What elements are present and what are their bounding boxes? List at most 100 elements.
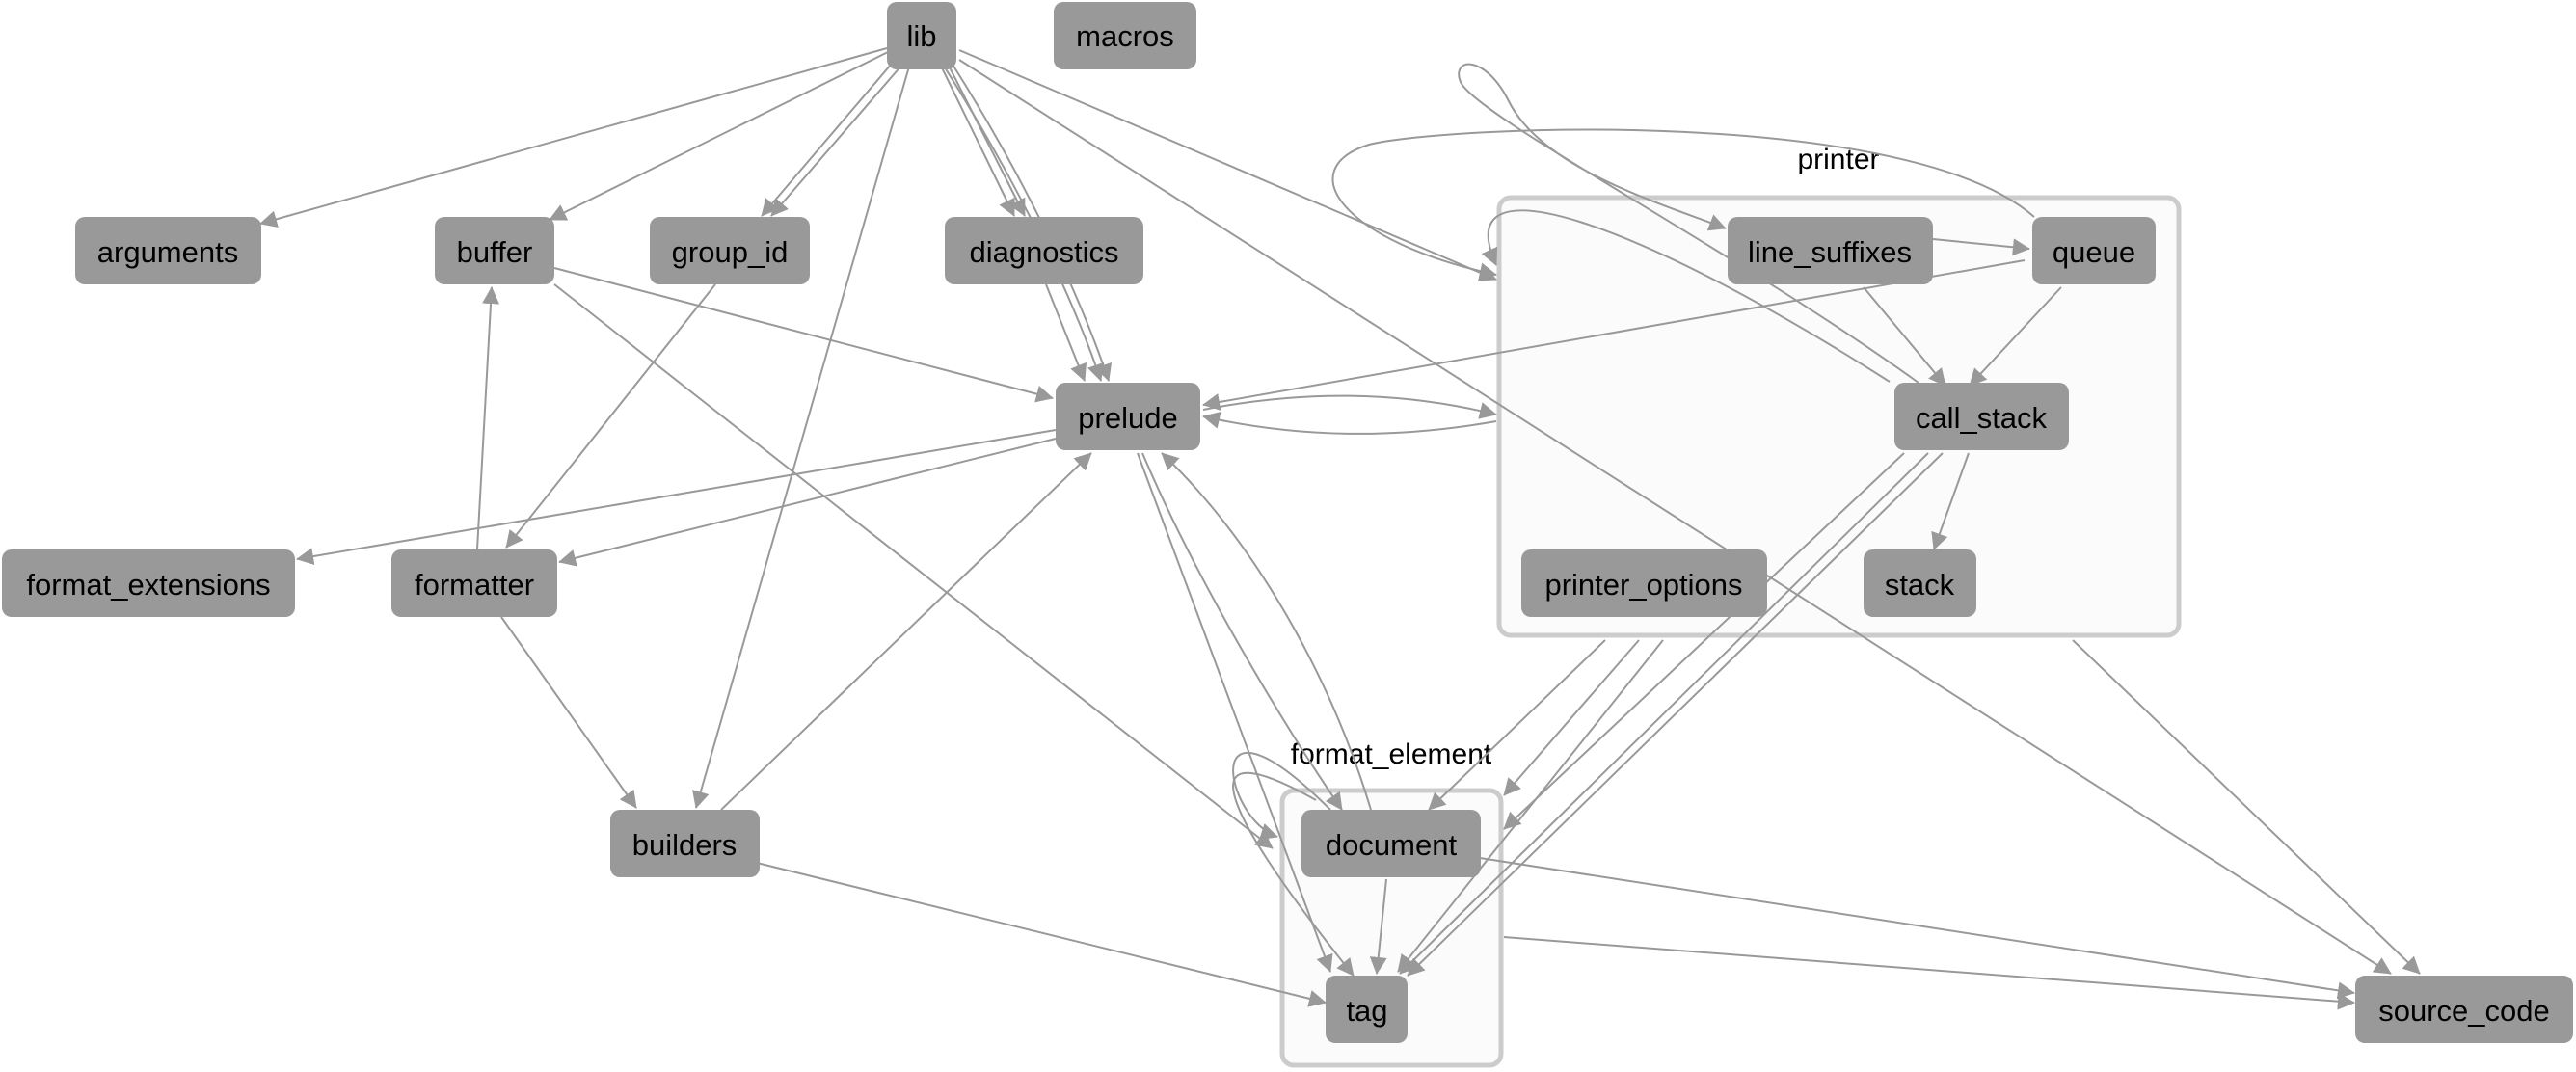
- edge-document-prelude: [1161, 452, 1372, 811]
- edge-diagnostics-prelude: [1045, 283, 1087, 382]
- node-lib[interactable]: lib: [887, 2, 956, 69]
- node-call-stack-label: call_stack: [1916, 401, 2048, 435]
- node-printer-options-box: [1521, 549, 1767, 617]
- node-prelude-box: [1056, 383, 1200, 450]
- node-call-stack[interactable]: call_stack: [1894, 383, 2069, 450]
- edge-lib-group-id-1: [761, 57, 898, 217]
- edge-builders-prelude: [720, 452, 1092, 811]
- cluster-printer-label: printer: [1797, 144, 1879, 175]
- node-prelude-label: prelude: [1078, 401, 1177, 435]
- edge-queue-printer: [1331, 128, 2035, 281]
- edge-lib-buffer: [549, 49, 893, 221]
- edge-format-element-source-code: [1503, 936, 2355, 1010]
- node-call-stack-box: [1894, 383, 2069, 450]
- edge-prelude-tag: [1137, 452, 1333, 973]
- node-macros-box: [1054, 2, 1196, 69]
- cluster-printer-box: [1496, 195, 2182, 638]
- node-arguments-box: [75, 217, 261, 284]
- edge-document-tag: [1369, 878, 1387, 975]
- node-document[interactable]: document: [1301, 810, 1481, 877]
- node-arguments[interactable]: arguments: [75, 217, 261, 284]
- cluster-printer: printer: [1496, 144, 2182, 638]
- node-document-box: [1301, 810, 1481, 877]
- node-source-code-box: [2355, 976, 2573, 1043]
- edge-document-source-code: [1479, 857, 2355, 1000]
- node-queue[interactable]: queue: [2032, 217, 2156, 284]
- node-printer-options-label: printer_options: [1544, 568, 1742, 602]
- node-stack-label: stack: [1885, 568, 1955, 602]
- edge-lib-builders: [692, 59, 912, 809]
- node-builders[interactable]: builders: [610, 810, 760, 877]
- edge-line-suffixes-queue: [1932, 238, 2030, 256]
- edge-call-stack-tag-1: [1399, 452, 1929, 975]
- node-builders-box: [610, 810, 760, 877]
- edge-call-stack-format-element: [1503, 452, 1905, 830]
- nodes: lib macros arguments buffer group_id dia…: [2, 2, 2573, 1043]
- node-format-extensions[interactable]: format_extensions: [2, 549, 295, 617]
- node-diagnostics-box: [945, 217, 1143, 284]
- node-formatter[interactable]: formatter: [391, 549, 557, 617]
- node-diagnostics[interactable]: diagnostics: [945, 217, 1143, 284]
- node-tag-box: [1326, 976, 1408, 1043]
- node-buffer-label: buffer: [457, 235, 533, 269]
- edge-printer-options-tag: [1397, 639, 1664, 973]
- node-buffer[interactable]: buffer: [435, 217, 554, 284]
- edges: [259, 47, 2421, 1010]
- edge-prelude-format-extensions: [296, 429, 1057, 566]
- edge-lib-source-code: [958, 59, 2392, 975]
- node-lib-box: [887, 2, 956, 69]
- node-line-suffixes-label: line_suffixes: [1748, 235, 1912, 269]
- node-source-code-label: source_code: [2378, 994, 2550, 1028]
- node-format-extensions-box: [2, 549, 295, 617]
- node-source-code[interactable]: source_code: [2355, 976, 2573, 1043]
- node-stack-box: [1864, 549, 1976, 617]
- edge-format-element-tag: [1232, 771, 1355, 977]
- edge-lib-printer: [958, 49, 1497, 281]
- node-tag[interactable]: tag: [1326, 976, 1408, 1043]
- edge-call-stack-tag-2: [1407, 452, 1944, 977]
- edge-printer-options-format-element: [1503, 639, 1640, 796]
- edge-lib-diagnostics-1: [936, 57, 1015, 217]
- node-prelude[interactable]: prelude: [1056, 383, 1200, 450]
- node-document-label: document: [1326, 828, 1458, 862]
- edge-prelude-document: [1141, 452, 1343, 811]
- edge-lib-group-id-2: [770, 57, 909, 217]
- edge-builders-tag: [756, 862, 1327, 1007]
- edge-buffer-document: [553, 283, 1274, 849]
- edge-call-stack-line-suffixes: [1458, 63, 1919, 384]
- node-buffer-box: [435, 217, 554, 284]
- node-macros[interactable]: macros: [1054, 2, 1196, 69]
- node-arguments-label: arguments: [97, 235, 238, 269]
- edge-formatter-buffer: [476, 286, 500, 550]
- node-diagnostics-label: diagnostics: [969, 235, 1118, 269]
- edge-queue-call-stack: [1969, 286, 2062, 387]
- node-queue-label: queue: [2053, 235, 2135, 269]
- edge-format-element-document: [1232, 752, 1331, 841]
- node-printer-options[interactable]: printer_options: [1521, 549, 1767, 617]
- edge-buffer-prelude: [553, 267, 1054, 403]
- node-line-suffixes[interactable]: line_suffixes: [1728, 217, 1933, 284]
- edge-prelude-formatter: [558, 438, 1057, 567]
- node-format-extensions-label: format_extensions: [26, 568, 270, 602]
- node-group-id-label: group_id: [672, 235, 789, 269]
- edge-formatter-builders: [500, 616, 637, 809]
- edge-call-stack-printer: [1481, 209, 1891, 383]
- node-stack[interactable]: stack: [1864, 549, 1976, 617]
- node-formatter-box: [391, 549, 557, 617]
- node-group-id[interactable]: group_id: [650, 217, 810, 284]
- edge-lib-diagnostics-2: [944, 57, 1026, 217]
- edge-printer-options-document: [1428, 639, 1606, 811]
- node-line-suffixes-box: [1728, 217, 1933, 284]
- node-builders-label: builders: [632, 828, 738, 862]
- edge-line-suffixes-call-stack: [1863, 286, 1946, 387]
- cluster-format-element-label: format_element: [1291, 738, 1492, 770]
- edge-printer-prelude: [1202, 411, 1497, 435]
- node-lib-label: lib: [906, 19, 936, 53]
- edge-prelude-printer: [1202, 394, 1497, 419]
- node-queue-box: [2032, 217, 2156, 284]
- edge-call-stack-stack: [1931, 452, 1970, 550]
- node-formatter-label: formatter: [415, 568, 534, 602]
- edge-printer-source-code: [2072, 639, 2421, 975]
- node-tag-label: tag: [1346, 994, 1387, 1028]
